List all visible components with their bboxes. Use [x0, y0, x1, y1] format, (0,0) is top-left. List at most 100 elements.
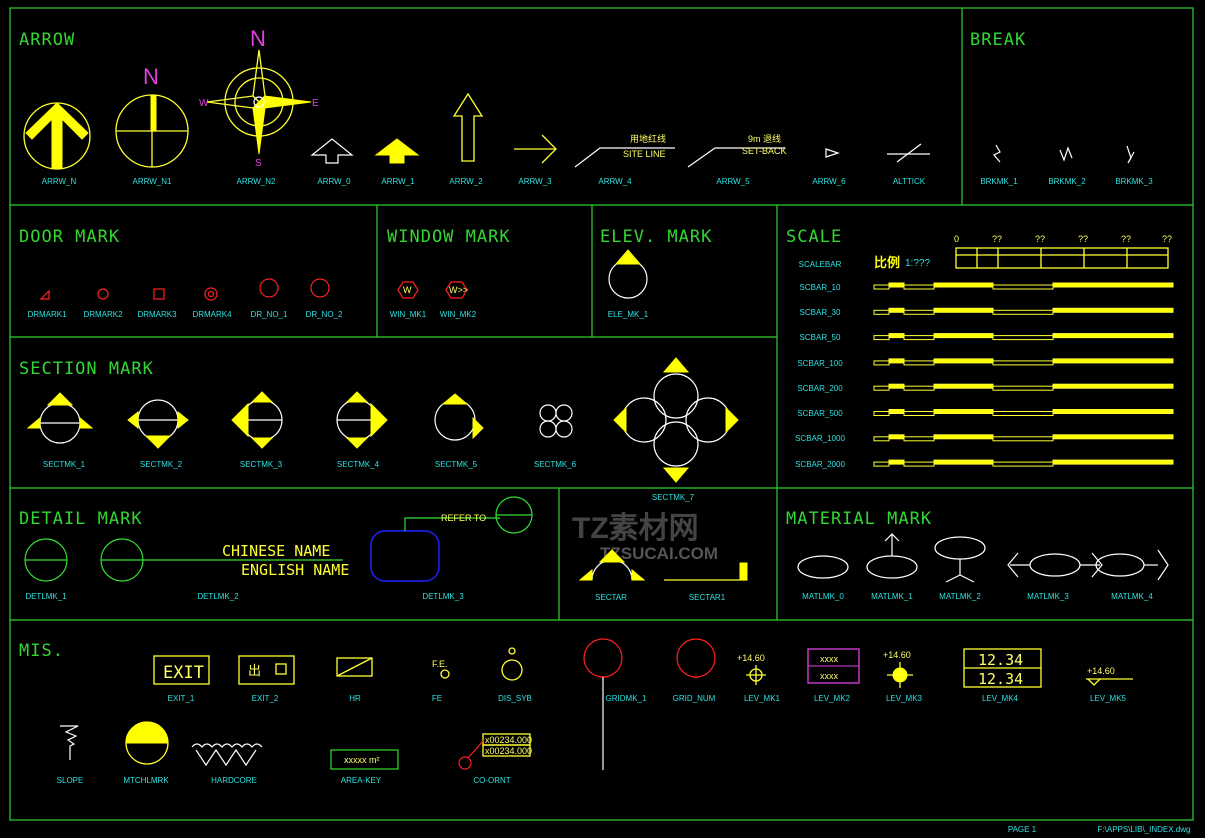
symbol-label: SECTMK_6	[534, 460, 577, 469]
symbol-label: DRMARK2	[83, 310, 123, 319]
chinese-name: CHINESE NAME	[222, 542, 330, 560]
scale-bar-segment	[992, 411, 1054, 416]
scale-bar-segment	[992, 284, 1054, 290]
symbol-label: ARRW_4	[598, 177, 632, 186]
scale-bar-segment	[933, 333, 994, 339]
symbol-label: SECTMK_7	[652, 493, 695, 502]
door-marks: DRMARK1 DRMARK2 DRMARK3 DRMARK4 DR_NO_1 …	[27, 278, 343, 319]
symbol-label: LEV_MK1	[744, 694, 781, 703]
scale-bar-segment	[1052, 459, 1174, 465]
symbol-label: MATLMK_4	[1111, 592, 1153, 601]
symbol-label: SCBAR_50	[800, 333, 841, 342]
area-text: xxxxx m²	[344, 755, 380, 765]
scale-heading: SCALE	[786, 227, 842, 247]
scale-bar-segment	[873, 335, 890, 341]
scale-bar-segment	[903, 360, 935, 366]
arrow-labels: ARRW_N ARRW_N1 ARRW_N2 ARRW_0 ARRW_1 ARR…	[42, 177, 926, 186]
setback: SET-BACK	[742, 146, 787, 156]
level-text: +14.60	[883, 650, 911, 660]
wheelchair-icon	[501, 647, 523, 681]
detail-marks: CHINESE NAME ENGLISH NAME REFER TO DETLM…	[24, 496, 533, 601]
scale-bar-graphics	[873, 282, 1174, 467]
scale-tick: ??	[1078, 234, 1088, 244]
scale-bar-segment	[903, 385, 935, 391]
scale-bar-segment	[903, 461, 935, 467]
scale-tick: ??	[1035, 234, 1045, 244]
symbol-label: DRMARK3	[137, 310, 177, 319]
symbol-label: LEV_MK5	[1090, 694, 1127, 703]
symbol-label: SECTMK_4	[337, 460, 380, 469]
symbol-label: BRKMK_2	[1048, 177, 1086, 186]
scale-bar-segment	[933, 459, 994, 465]
refer-to: REFER TO	[441, 513, 486, 523]
symbol-label: GRIDMK_1	[606, 694, 647, 703]
symbol-label: LEV_MK4	[982, 694, 1019, 703]
scale-bar-segment	[992, 360, 1054, 366]
compass-west-label: W	[199, 98, 209, 109]
scale-bar-segment	[933, 282, 994, 288]
scale-bar-segment	[888, 434, 905, 440]
symbol-label: MATLMK_3	[1027, 592, 1069, 601]
symbol-label: EXIT_2	[252, 694, 279, 703]
elev-heading: ELEV. MARK	[600, 227, 712, 247]
scale-bar-segment	[1052, 383, 1174, 389]
symbol-label: ELE_MK_1	[608, 310, 649, 319]
break-heading: BREAK	[970, 30, 1026, 50]
scale-bar-segment	[1052, 282, 1174, 288]
scale-bar-segment	[873, 360, 890, 366]
symbol-label: BRKMK_3	[1115, 177, 1153, 186]
scale-bar-segment	[888, 307, 905, 313]
symbol-label: DETLMK_3	[422, 592, 464, 601]
mis-symbols: EXIT 出 F.E. +14.60 xxxx xxxx +14.60 12.3…	[60, 638, 1133, 770]
level-text: +14.60	[737, 653, 765, 663]
window-heading: WINDOW MARK	[387, 227, 511, 247]
scale-labels: SCALEBAR SCBAR_10 SCBAR_30 SCBAR_50 SCBA…	[795, 260, 845, 469]
symbol-label: EXIT_1	[168, 694, 195, 703]
symbol-label: WIN_MK2	[440, 310, 477, 319]
symbol-label: SECTMK_3	[240, 460, 283, 469]
scale-bar-segment	[903, 284, 935, 290]
symbol-label: ARRW_3	[518, 177, 552, 186]
watermark: TZ素材网 TZSUCAI.COM	[572, 512, 718, 563]
section-heading: SECTION MARK	[19, 359, 154, 379]
arrow-symbols: N N W E S 用地红线 SITE LINE 9m 退线 SET-BACK	[23, 26, 930, 170]
scale-bar-segment	[873, 385, 890, 391]
scale-bar-segment	[933, 307, 994, 313]
symbol-label: SCBAR_500	[797, 409, 843, 418]
lev-mk2-text: xxxx	[820, 654, 839, 664]
scale-bar-segment	[873, 309, 890, 315]
scale-bar-segment	[992, 309, 1054, 315]
symbol-label: SECTAR	[595, 593, 627, 602]
file-path: F:\APPS\LIB\_INDEX.dwg	[1098, 825, 1191, 834]
symbol-label: MTCHLMRK	[123, 776, 169, 785]
symbol-label: HARDCORE	[211, 776, 257, 785]
scale-ratio-cn: 比例	[874, 255, 900, 271]
symbol-label: MATLMK_0	[802, 592, 844, 601]
scale-bar-segment	[873, 411, 890, 416]
symbol-label: SECTMK_2	[140, 460, 183, 469]
symbol-label: ARRW_2	[449, 177, 483, 186]
symbol-label: ARRW_N1	[133, 177, 173, 186]
scale-bar-segment	[1052, 307, 1174, 313]
symbol-label: FE	[432, 694, 442, 703]
scale-bar-segment	[873, 436, 890, 442]
material-heading: MATERIAL MARK	[786, 509, 932, 529]
sectar-marks: SECTAR SECTAR1	[578, 549, 748, 602]
scale-tick: ??	[992, 234, 1002, 244]
window-symbol-text: W>>	[449, 285, 468, 295]
window-symbol-text: W	[403, 285, 412, 295]
setback-cn: 9m 退线	[748, 133, 781, 144]
symbol-label: DETLMK_1	[25, 592, 67, 601]
watermark-text: TZ素材网	[572, 512, 699, 545]
symbol-label: SCBAR_1000	[795, 434, 845, 443]
scale-bar-segment	[903, 411, 935, 416]
north-label: N	[143, 64, 159, 89]
scale-bar-segment	[888, 409, 905, 414]
site-line-cn: 用地红线	[630, 133, 666, 144]
mis-heading: MIS.	[19, 641, 64, 661]
symbol-label: DR_NO_1	[251, 310, 288, 319]
symbol-label: LEV_MK2	[814, 694, 851, 703]
scale-bar-segment	[903, 309, 935, 315]
scale-tick: ??	[1121, 234, 1131, 244]
